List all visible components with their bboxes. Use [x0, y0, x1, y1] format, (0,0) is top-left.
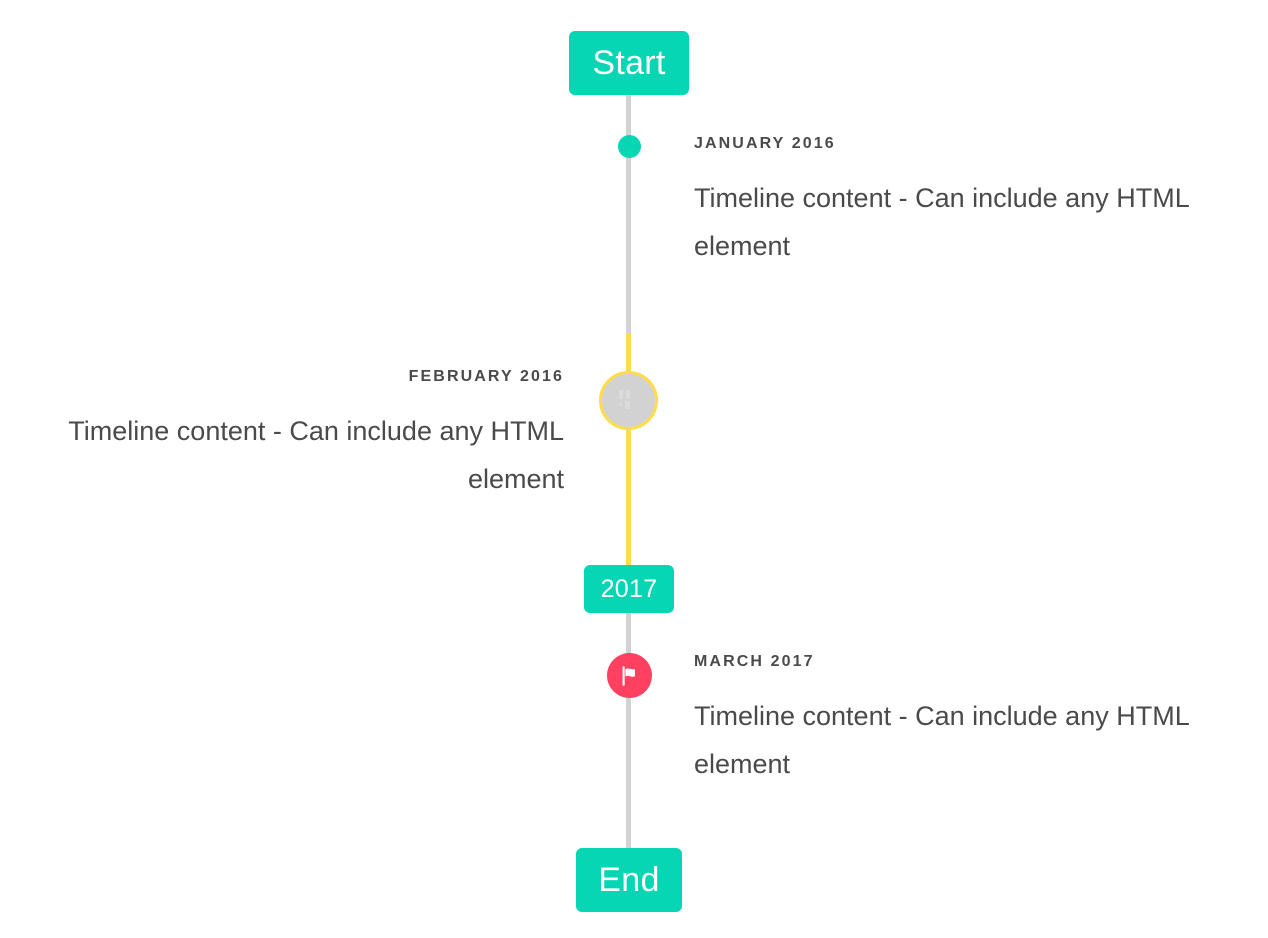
timeline-entry-january: JANUARY 2016 Timeline content - Can incl… — [694, 136, 1224, 270]
timeline-entry-february: FEBRUARY 2016 Timeline content - Can inc… — [34, 369, 564, 503]
flag-icon — [622, 665, 635, 686]
timeline-entry-body: Timeline content - Can include any HTML … — [68, 416, 564, 495]
timeline-rail-segment-bottom — [626, 613, 631, 853]
timeline-rail-segment-top — [626, 95, 631, 333]
timeline-marker-dot-icon[interactable] — [618, 135, 641, 158]
timeline-entry-body: Timeline content - Can include any HTML … — [694, 701, 1189, 780]
timeline-entry-date: JANUARY 2016 — [694, 135, 836, 152]
timeline-entry-date: FEBRUARY 2016 — [408, 368, 564, 385]
timeline-entry-body: Timeline content - Can include any HTML … — [694, 183, 1189, 262]
timeline-year-badge[interactable]: 2017 — [584, 565, 674, 613]
timeline-marker-flag-icon[interactable] — [607, 653, 652, 698]
timeline-entry-march: MARCH 2017 Timeline content - Can includ… — [694, 654, 1224, 788]
timeline-end-badge[interactable]: End — [576, 848, 682, 912]
timeline-marker-broken-image-icon[interactable] — [599, 371, 658, 430]
timeline-start-badge[interactable]: Start — [569, 31, 689, 95]
broken-image-icon — [617, 389, 641, 412]
timeline-rail-segment-highlighted — [626, 333, 631, 565]
timeline-entry-date: MARCH 2017 — [694, 653, 815, 670]
